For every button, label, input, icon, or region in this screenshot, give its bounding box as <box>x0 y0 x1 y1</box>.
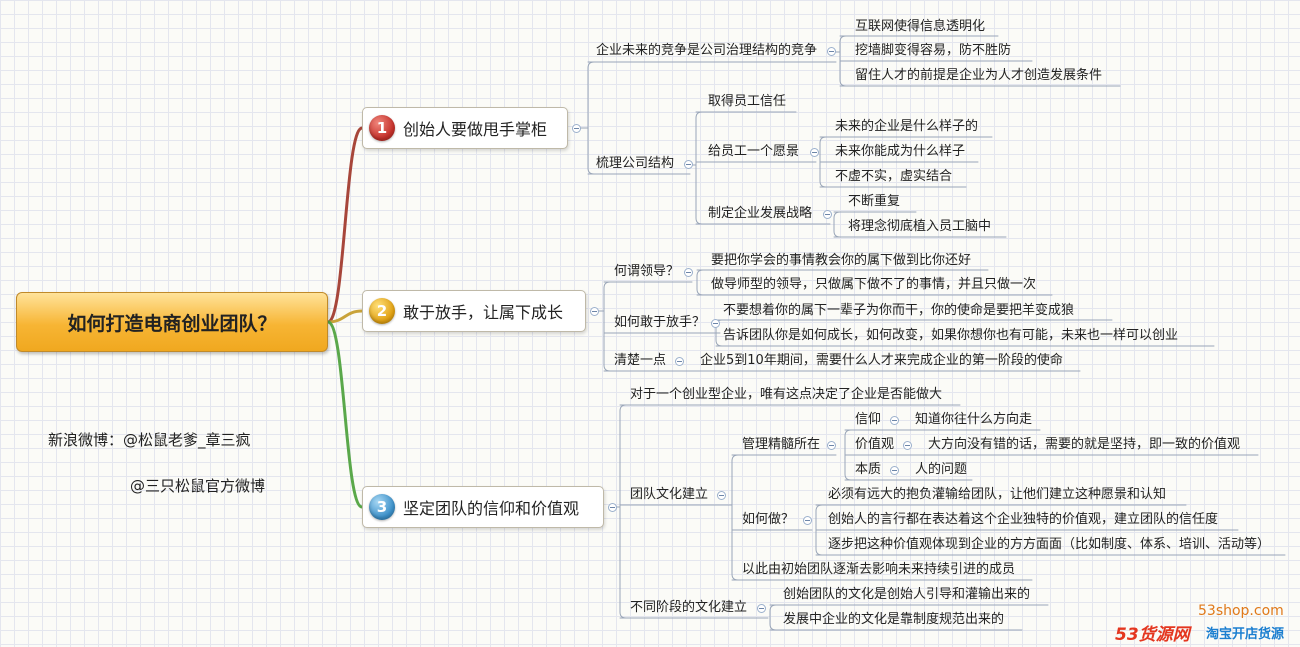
b3-sub1[interactable]: 对于一个创业型企业，唯有这点决定了企业是否能做大 <box>630 387 943 402</box>
collapse-toggle-b2-sub2[interactable] <box>711 319 720 328</box>
collapse-toggle-b3-sub2[interactable] <box>717 491 726 500</box>
collapse-toggle-b1-strategy[interactable] <box>823 210 832 219</box>
b3-mgmt[interactable]: 管理精髓所在 <box>742 437 821 452</box>
b1-sub2[interactable]: 梳理公司结构 <box>596 156 675 171</box>
root-topic[interactable]: 如何打造电商创业团队？ <box>16 292 328 352</box>
watermark-brand: 53货源网 <box>1115 625 1190 645</box>
b1-sub2-child3[interactable]: 制定企业发展战略 <box>708 206 813 221</box>
b2-sub3[interactable]: 清楚一点 <box>614 353 667 368</box>
b3-how-item2[interactable]: 创始人的言行都在表达着这个企业独特的价值观，建立团队的信任度 <box>828 512 1219 527</box>
b1-sub1-item1[interactable]: 互联网使得信息透明化 <box>855 19 986 34</box>
b3-how-item1[interactable]: 必须有远大的抱负灌输给团队，让他们建立这种愿景和认知 <box>828 487 1167 502</box>
collapse-toggle-b2-sub3[interactable] <box>675 357 684 366</box>
b2-sub3-item1[interactable]: 企业5到10年期间，需要什么人才来完成企业的第一阶段的使命 <box>700 353 1063 368</box>
collapse-toggle-b1-sub2[interactable] <box>684 160 693 169</box>
main-topic-2-title: 敢于放手，让属下成长 <box>403 303 564 322</box>
b3-pair1-label[interactable]: 信仰 <box>855 412 882 427</box>
b3-pair3-label[interactable]: 本质 <box>855 462 882 477</box>
main-topic-2[interactable]: 2 敢于放手，让属下成长 <box>362 290 586 332</box>
b2-sub2[interactable]: 如何敢于放手？ <box>614 315 706 330</box>
b1-vision-item1[interactable]: 未来的企业是什么样子的 <box>835 119 979 134</box>
b1-sub2-child1[interactable]: 取得员工信任 <box>708 94 787 109</box>
connector-0 <box>587 61 595 175</box>
collapse-toggle-b1-sub1[interactable] <box>827 47 836 56</box>
b1-vision-item3[interactable]: 不虚不实，虚实结合 <box>835 169 953 184</box>
collapse-toggle-b3-mgmt[interactable] <box>827 441 836 450</box>
connector-9 <box>695 111 703 225</box>
main-topic-3[interactable]: 3 坚定团队的信仰和价值观 <box>362 486 604 528</box>
collapse-toggle-main1[interactable] <box>572 124 581 133</box>
watermark-domain: 53shop.com <box>1198 603 1284 619</box>
collapse-toggle-main3[interactable] <box>608 503 617 512</box>
b1-sub2-child2[interactable]: 给员工一个愿景 <box>708 144 800 159</box>
b3-influence[interactable]: 以此由初始团队逐渐去影响未来持续引进的成员 <box>742 562 1016 577</box>
b1-strategy-item1[interactable]: 不断重复 <box>848 194 901 209</box>
b1-sub1-item2[interactable]: 挖墙脚变得容易，防不胜防 <box>855 43 1012 58</box>
b3-pair2-label[interactable]: 价值观 <box>855 437 895 452</box>
b2-sub1-item1[interactable]: 要把你学会的事情教会你的属下做到比你还好 <box>711 253 972 268</box>
b1-strategy-item2[interactable]: 将理念彻底植入员工脑中 <box>848 219 992 234</box>
main-topic-1-title: 创始人要做甩手掌柜 <box>403 120 548 139</box>
collapse-toggle-b1-vision[interactable] <box>810 148 819 157</box>
number-badge-1: 1 <box>369 115 395 141</box>
collapse-toggle-b3-pair3[interactable] <box>890 466 899 475</box>
branch-2-curve <box>326 309 364 324</box>
watermark-slogan: 淘宝开店货源 <box>1206 627 1285 642</box>
b2-sub1-item2[interactable]: 做导师型的领导，只做属下做不了的事情，并且只做一次 <box>711 277 1037 292</box>
collapse-toggle-b3-pair2[interactable] <box>903 441 912 450</box>
root-title: 如何打造电商创业团队？ <box>67 312 277 335</box>
collapse-toggle-b2-sub1[interactable] <box>684 268 693 277</box>
b3-how[interactable]: 如何做？ <box>742 512 795 527</box>
main-topic-1[interactable]: 1 创始人要做甩手掌柜 <box>362 107 568 149</box>
b3-sub2[interactable]: 团队文化建立 <box>630 487 709 502</box>
collapse-toggle-main2[interactable] <box>590 307 599 316</box>
collapse-toggle-b3-sub3[interactable] <box>757 604 766 613</box>
branch-1-curve <box>326 126 364 324</box>
b3-sub3[interactable]: 不同阶段的文化建立 <box>630 600 748 615</box>
b3-how-item3[interactable]: 逐步把这种价值观体现到企业的方方面面（比如制度、体系、培训、活动等） <box>828 537 1271 552</box>
branch-3-curve <box>326 320 364 509</box>
b1-sub1[interactable]: 企业未来的竞争是公司治理结构的竞争 <box>596 43 818 58</box>
collapse-toggle-b3-how[interactable] <box>803 516 812 525</box>
weibo-note-1: 新浪微博：@松鼠老爹_章三疯 <box>48 431 251 449</box>
number-badge-3: 3 <box>369 494 395 520</box>
connector-18 <box>833 211 841 238</box>
connector-21 <box>603 281 611 372</box>
number-badge-2: 2 <box>369 298 395 324</box>
b3-sub3-item1[interactable]: 创始团队的文化是创始人引导和灌输出来的 <box>783 587 1031 602</box>
b3-sub3-item2[interactable]: 发展中企业的文化是靠制度规范出来的 <box>783 612 1005 627</box>
b3-pair2-value[interactable]: 大方向没有错的话，需要的就是坚持，即一致的价值观 <box>928 437 1241 452</box>
b1-sub1-item3[interactable]: 留住人才的前提是企业为人才创造发展条件 <box>855 68 1103 83</box>
collapse-toggle-b3-pair1[interactable] <box>890 416 899 425</box>
b2-sub1[interactable]: 何谓领导？ <box>614 264 680 279</box>
connector-51 <box>769 604 777 631</box>
connector-38 <box>731 454 739 581</box>
b2-sub2-item2[interactable]: 告诉团队你是如何成长，如何改变，如果你想你也有可能，未来也一样可以创业 <box>723 328 1179 343</box>
b3-pair1-value[interactable]: 知道你往什么方向走 <box>915 412 1033 427</box>
b3-pair3-value[interactable]: 人的问题 <box>915 462 968 477</box>
b1-vision-item2[interactable]: 未来你能成为什么样子 <box>835 144 966 159</box>
main-topic-3-title: 坚定团队的信仰和价值观 <box>403 499 580 518</box>
b2-sub2-item1[interactable]: 不要想着你的属下一辈子为你而干，你的使命是要把羊变成狼 <box>723 303 1075 318</box>
connector-33 <box>619 404 627 619</box>
weibo-note-2: @三只松鼠官方微博 <box>130 477 266 495</box>
connector-26 <box>696 269 704 296</box>
